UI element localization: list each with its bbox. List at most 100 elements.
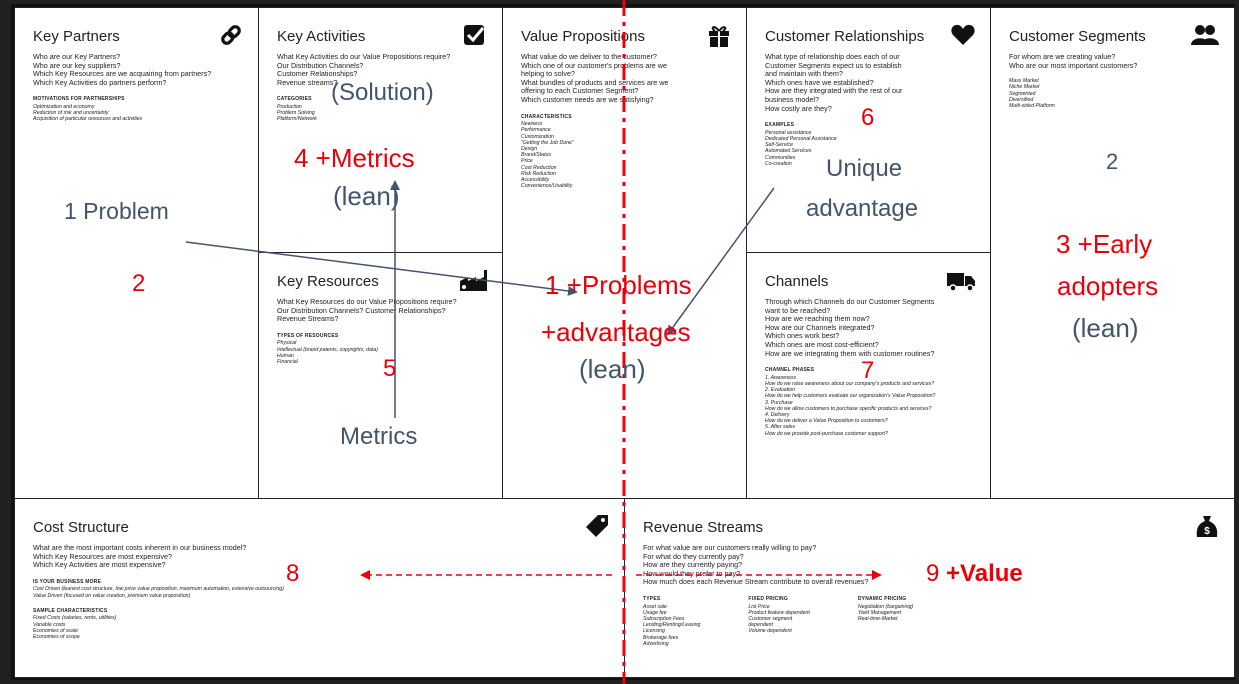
question-line: Which Key Activities do partners perform… bbox=[33, 77, 167, 87]
item-line: dependent bbox=[748, 622, 773, 629]
question-line: How are we integrating them with custome… bbox=[765, 348, 935, 358]
customer-relationships-block: Customer Relationships What type of rela… bbox=[746, 7, 991, 253]
item-line: Licensing bbox=[643, 628, 665, 635]
item-line: How do we provide post-purchase customer… bbox=[765, 430, 888, 437]
item-line: Real-time-Market bbox=[857, 615, 898, 622]
question-line: Through which Channels do our Customer S… bbox=[765, 297, 935, 306]
item-line: Automated Services bbox=[765, 148, 812, 155]
block-title: Value Propositions bbox=[521, 28, 645, 45]
gift-icon bbox=[709, 26, 729, 47]
question-line: Customer Relationships? bbox=[277, 69, 358, 79]
question-line: offering to each Customer Segment? bbox=[521, 86, 639, 96]
block-questions: What Key Activities do our Value Proposi… bbox=[277, 52, 451, 123]
item-line: 5. After sales bbox=[765, 424, 796, 431]
section-items: Cost Driven (leanest cost structure, low… bbox=[33, 586, 284, 598]
question-line: helping to solve? bbox=[521, 69, 575, 79]
item-line: Risk Reduction bbox=[521, 170, 556, 177]
item-line: Niche Market bbox=[1009, 84, 1040, 91]
item-line: Communities bbox=[765, 154, 796, 161]
question-line: What Key Resources do our Value Proposit… bbox=[277, 297, 457, 306]
tag-icon bbox=[586, 515, 608, 537]
item-line: Design bbox=[521, 145, 538, 152]
item-line: Product feature dependent bbox=[748, 609, 810, 616]
block-questions: Who are our Key Partners?Who are our key… bbox=[33, 52, 211, 123]
question-line: For what value are our customers really … bbox=[643, 543, 817, 552]
item-line: Lending/Renting/Leasing bbox=[643, 622, 701, 629]
question-line: How are we reaching them now? bbox=[765, 314, 870, 324]
dynamic-pricing-column: DYNAMIC PRICING Negotiation (bargaining)… bbox=[858, 595, 913, 647]
key-partners-block: Key Partners Who are our Key Partners?Wh… bbox=[14, 7, 259, 499]
question-line: want to be reached? bbox=[765, 305, 831, 315]
section-heading: CATEGORIES bbox=[277, 96, 312, 103]
question-line: Customer Segments expect us to establish bbox=[765, 60, 902, 70]
section-heading: SAMPLE CHARACTERISTICS bbox=[33, 607, 108, 614]
item-line: Economies of scope bbox=[33, 633, 80, 640]
item-line: Brokerage fees bbox=[643, 634, 679, 641]
item-line: Negotiation (bargaining) bbox=[857, 603, 914, 610]
item-line: Co-creation bbox=[765, 160, 792, 167]
block-questions: What are the most important costs inhere… bbox=[33, 543, 284, 640]
item-line: Customer segment bbox=[748, 615, 793, 622]
item-line: 2. Evaluation bbox=[765, 387, 795, 394]
item-line: Reduction of risk and uncertainty bbox=[33, 110, 109, 117]
adopters-label: adopters bbox=[1057, 271, 1159, 301]
key-resources-number: 5 bbox=[383, 355, 397, 382]
question-line: What Key Activities do our Value Proposi… bbox=[277, 52, 451, 61]
block-questions: Through which Channels do our Customer S… bbox=[765, 297, 935, 437]
item-line: Asset sale bbox=[643, 603, 667, 610]
key-activities-lean-label: (lean) bbox=[333, 181, 400, 211]
value-prop-problems-label: 1 +Problems bbox=[545, 270, 692, 300]
item-line: Acquisition of particular resources and … bbox=[33, 116, 143, 123]
item-line: Accessibility bbox=[521, 176, 550, 183]
section-heading: EXAMPLES bbox=[765, 122, 795, 129]
item-line: Financial bbox=[277, 358, 298, 365]
question-line: What are the most important costs inhere… bbox=[33, 543, 247, 552]
item-line: How do we allow customers to purchase sp… bbox=[765, 405, 932, 412]
item-line: 1. Awareness bbox=[765, 374, 797, 381]
metrics-label: Metrics bbox=[340, 423, 418, 450]
item-line: How do we raise awareness about our comp… bbox=[765, 380, 935, 387]
section-heading: CHANNEL PHASES bbox=[765, 367, 815, 374]
question-line: Who are our Key Partners? bbox=[33, 52, 121, 61]
key-partners-number: 2 bbox=[132, 270, 146, 297]
item-line: Brand/Status bbox=[521, 152, 551, 159]
question-line: How are our Channels integrated? bbox=[765, 322, 875, 332]
value-prop-lean-label: (lean) bbox=[579, 354, 646, 384]
checkbox-icon bbox=[464, 25, 485, 45]
item-line: Mass Market bbox=[1009, 78, 1039, 85]
block-questions: What type of relationship does each of o… bbox=[765, 52, 903, 167]
block-questions: For whom are we creating value?Who are o… bbox=[1009, 52, 1137, 109]
item-line: Fixed Costs (salaries, rents, utilities) bbox=[33, 615, 117, 622]
column-title: DYNAMIC PRICING bbox=[857, 595, 907, 602]
customer-relationships-number: 6 bbox=[861, 104, 875, 131]
column-title: TYPES bbox=[643, 595, 661, 602]
item-line: 3. Purchase bbox=[765, 399, 793, 406]
money-bag-icon: $ bbox=[1196, 516, 1218, 537]
item-line: Performance bbox=[521, 127, 551, 134]
revenue-number: 9 bbox=[926, 560, 940, 587]
item-line: Personal assistance bbox=[765, 129, 812, 136]
truck-icon bbox=[947, 273, 975, 292]
unique-label: Unique bbox=[826, 155, 903, 182]
question-line: What type of relationship does each of o… bbox=[765, 52, 900, 61]
item-line: Value Driven (focused on value creation,… bbox=[33, 592, 191, 599]
item-line: Cost Reduction bbox=[521, 164, 557, 171]
question-line: Which one of our customer's problems are… bbox=[521, 60, 667, 70]
item-line: Production bbox=[277, 103, 302, 110]
block-title: Key Activities bbox=[277, 28, 366, 45]
value-prop-advantages-label: +advantages bbox=[541, 317, 691, 347]
question-line: How are they integrated with the rest of… bbox=[765, 86, 903, 96]
item-line: Newness bbox=[521, 121, 543, 128]
item-line: Dedicated Personal Assistance bbox=[765, 135, 837, 142]
question-line: Our Distribution Channels? bbox=[277, 60, 364, 70]
item-line: List Price bbox=[748, 603, 770, 610]
svg-text:$: $ bbox=[1204, 526, 1210, 537]
block-title: Key Partners bbox=[33, 28, 120, 45]
block-title: Channels bbox=[765, 273, 829, 290]
